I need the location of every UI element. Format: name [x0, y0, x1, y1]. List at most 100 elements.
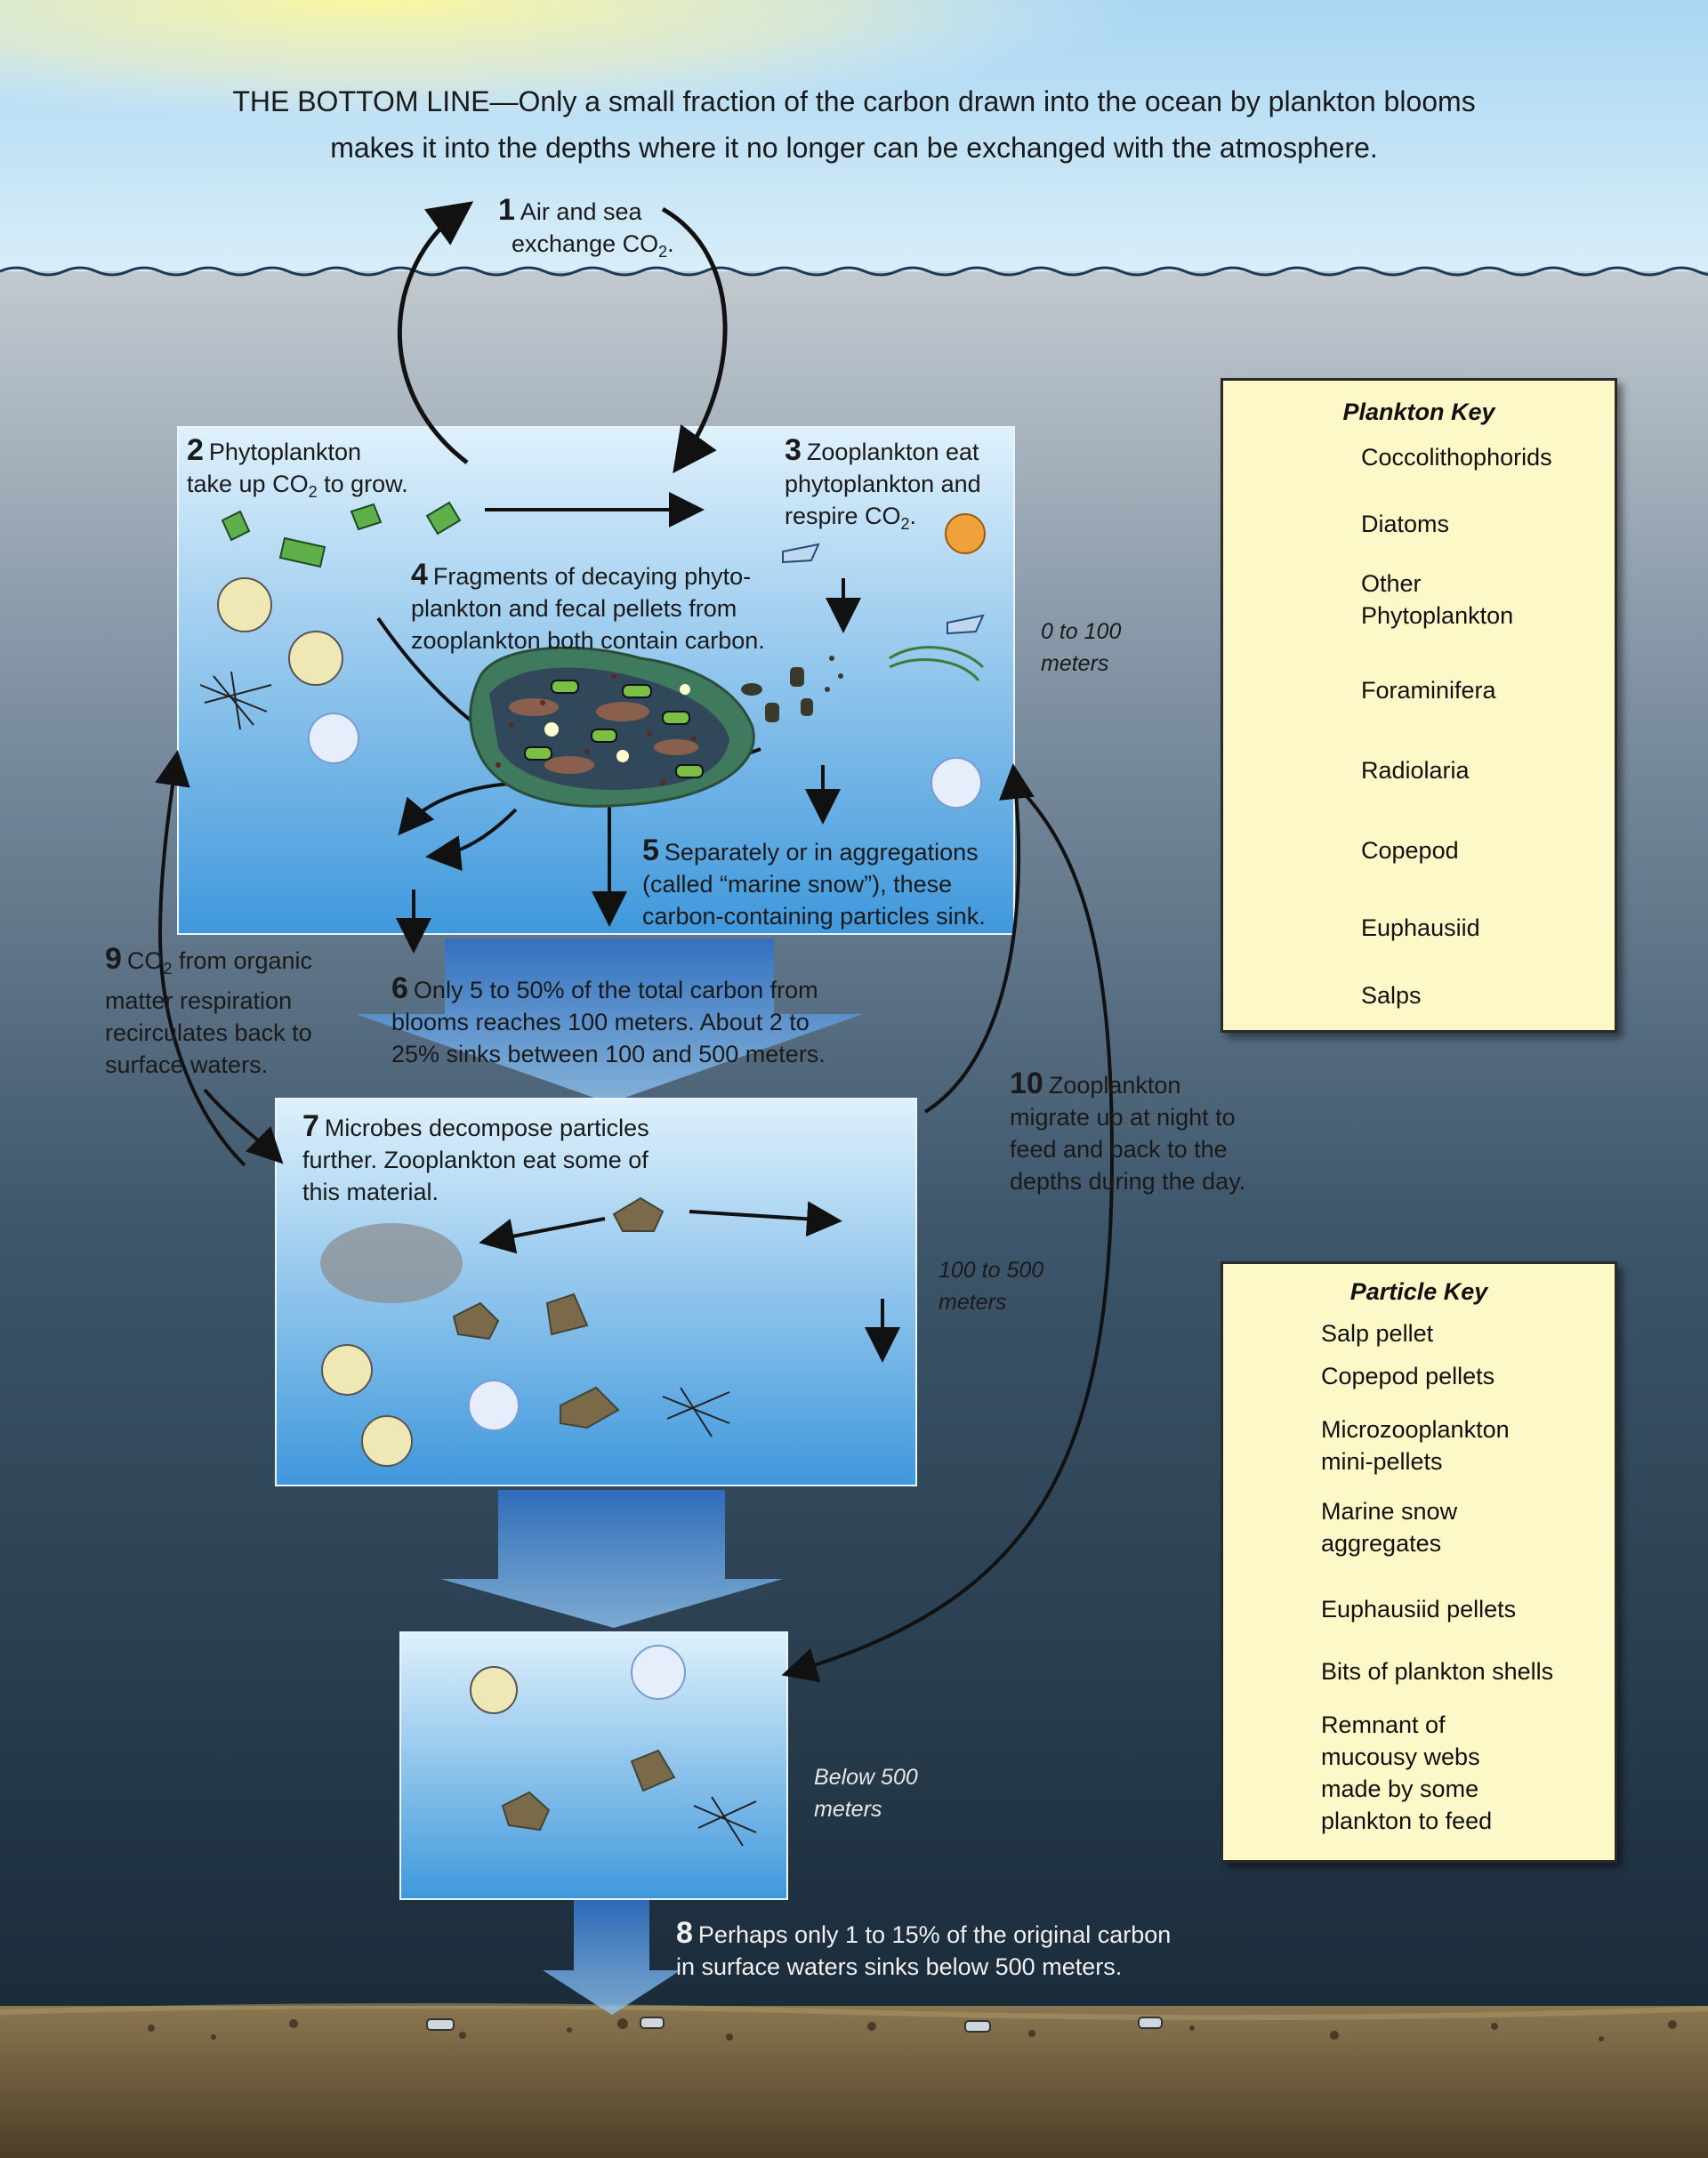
- marine-snow-aggregate: [469, 646, 755, 808]
- step-text: Only 5 to 50% of the total carbon from: [413, 977, 818, 1003]
- key-label: Diatoms: [1361, 511, 1450, 537]
- key-label: Marine snow aggregates: [1321, 1495, 1457, 1559]
- web-p2: [468, 1380, 520, 1431]
- step-text: .: [667, 230, 674, 257]
- step-text: Separately or in aggregations: [664, 839, 979, 866]
- key-label-line: Other: [1361, 570, 1422, 597]
- step-text: respire CO: [785, 503, 901, 529]
- key-label: Copepod pellets: [1321, 1363, 1495, 1389]
- step-text: Zooplankton eat: [806, 439, 979, 465]
- plankton-key: Plankton Key Coccolithophorids Diatoms O…: [1221, 378, 1617, 1033]
- step-text: migrate up at night to: [1010, 1104, 1236, 1131]
- step-text: CO: [126, 947, 164, 974]
- web-p3: [631, 1645, 686, 1700]
- depth-range: 0 to 100: [1041, 619, 1122, 644]
- step-number: 8: [676, 1916, 693, 1950]
- key-label-line: made by some: [1321, 1776, 1479, 1802]
- key-label: Euphausiid: [1361, 914, 1480, 941]
- key-label-line: Remnant of: [1321, 1711, 1446, 1738]
- depth-label-0-100: 0 to 100 meters: [1041, 616, 1121, 680]
- step-number: 1: [498, 193, 515, 227]
- key-label: Coccolithophorids: [1361, 444, 1552, 471]
- step-text: Air and sea: [520, 198, 642, 225]
- step-text: from organic: [172, 947, 312, 974]
- step-text: matter respiration: [105, 987, 293, 1014]
- title-line-2: makes it into the depths where it no lon…: [330, 132, 1378, 164]
- key-label-line: plankton to feed: [1321, 1808, 1493, 1834]
- step-text: Phytoplankton: [208, 439, 362, 465]
- key-label: Euphausiid pellets: [1321, 1596, 1517, 1623]
- step-number: 9: [105, 942, 122, 976]
- key-label: Copepod: [1361, 837, 1459, 864]
- diatom: [199, 671, 272, 730]
- key-label-line: mucousy webs: [1321, 1743, 1480, 1770]
- step-text: recirculates back to: [105, 1019, 312, 1046]
- step-text: to grow.: [317, 471, 408, 497]
- subscript: 2: [308, 483, 318, 501]
- step-text: take up CO: [187, 471, 309, 497]
- key-label: Foraminifera: [1361, 677, 1496, 704]
- pellets: [741, 656, 843, 722]
- step-text: 25% sinks between 100 and 500 meters.: [391, 1041, 826, 1067]
- step-text: further. Zooplankton eat some of: [302, 1147, 649, 1173]
- key-label: Microzooplankton mini-pellets: [1321, 1413, 1510, 1478]
- depth-unit: meters: [1041, 651, 1109, 676]
- step-text: surface waters.: [105, 1051, 269, 1078]
- depth-label-below-500: Below 500 meters: [814, 1761, 918, 1825]
- key-label: Salps: [1361, 982, 1422, 1009]
- step-text: (called “marine snow”), these: [642, 871, 953, 898]
- foraminifera: [945, 513, 986, 554]
- step-text: this material.: [302, 1179, 439, 1205]
- euphausiid: [889, 646, 985, 681]
- step-number: 4: [411, 558, 428, 592]
- microbes-cloud: [320, 1223, 463, 1303]
- mucous-web: [308, 713, 982, 809]
- key-label-line: Marine snow: [1321, 1498, 1458, 1525]
- aggregates-p2: [452, 1196, 665, 1429]
- step-number: 5: [642, 833, 659, 867]
- key-label: Remnant of mucousy webs made by some pla…: [1321, 1709, 1492, 1837]
- depth-range: Below 500: [814, 1765, 918, 1790]
- step-text: in surface waters sinks below 500 meters…: [676, 1953, 1123, 1980]
- depth-unit: meters: [814, 1797, 882, 1822]
- step-number: 7: [302, 1109, 319, 1143]
- step-text: plankton and fecal pellets from: [411, 595, 737, 622]
- subscript: 2: [658, 243, 668, 261]
- depth-unit: meters: [939, 1290, 1007, 1315]
- plankton-key-title: Plankton Key: [1342, 399, 1495, 425]
- step-text: phytoplankton and: [785, 471, 981, 497]
- diatom-p3: [693, 1796, 757, 1847]
- key-label-line: mini-pellets: [1321, 1448, 1443, 1475]
- coccolithophorid-p2: [321, 1344, 413, 1467]
- particle-key-title: Particle Key: [1349, 1278, 1488, 1305]
- coccolithophorid-p3: [470, 1666, 518, 1714]
- key-label: Radiolaria: [1361, 757, 1470, 784]
- step-text: Zooplankton: [1048, 1072, 1181, 1099]
- page-title: THE BOTTOM LINE—Only a small fraction of…: [0, 78, 1708, 171]
- phytoplankton: [221, 501, 462, 568]
- key-label-line: aggregates: [1321, 1530, 1442, 1557]
- salps: [782, 543, 985, 635]
- diatom-p2: [662, 1387, 730, 1437]
- step-text: blooms reaches 100 meters. About 2 to: [391, 1009, 810, 1035]
- key-label-line: Phytoplankton: [1361, 602, 1514, 629]
- particle-key: Particle Key Salp pellet Copepod pellets…: [1221, 1261, 1617, 1863]
- aggregates-p3: [501, 1749, 676, 1832]
- key-label-line: Microzooplankton: [1321, 1416, 1510, 1443]
- key-label: Salp pellet: [1321, 1320, 1434, 1347]
- sediment-debris: [426, 2017, 1163, 2033]
- step-number: 6: [391, 971, 408, 1005]
- step-number: 2: [187, 433, 204, 467]
- step-text: carbon-containing particles sink.: [642, 903, 986, 930]
- key-label: Other Phytoplankton: [1361, 568, 1513, 632]
- subscript: 2: [163, 960, 173, 978]
- step-text: exchange CO: [512, 230, 659, 257]
- subscript: 2: [900, 515, 910, 533]
- step-text: zooplankton both contain carbon.: [411, 627, 765, 654]
